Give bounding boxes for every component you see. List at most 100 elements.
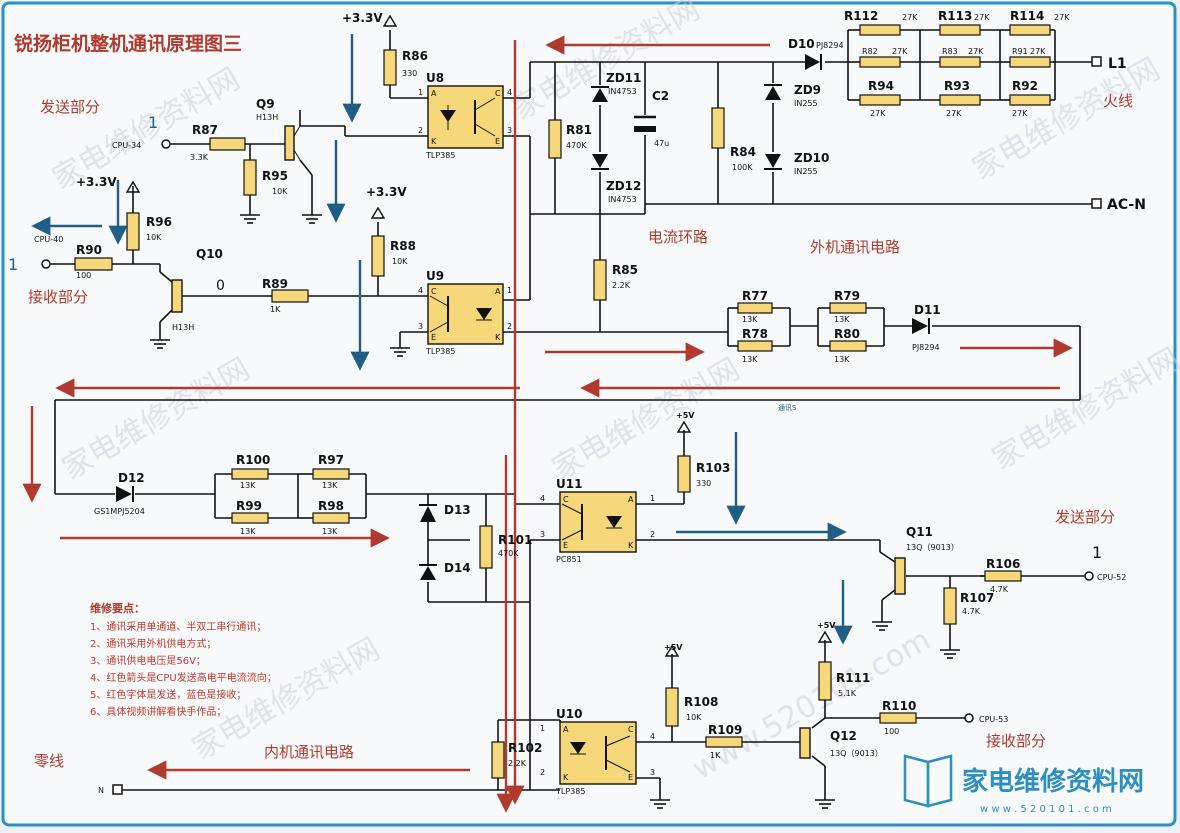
resistor-r87 [210, 138, 245, 150]
resistor-r106 [985, 571, 1021, 581]
r92-value: 27K [1012, 109, 1028, 118]
u11-pin-c: C [563, 495, 569, 504]
u8-pin-e: E [495, 137, 500, 146]
r83-value: 27K [968, 47, 984, 56]
q11-value: 13Q（9013） [906, 543, 959, 552]
resistor-r108 [666, 688, 678, 726]
r88-value: 10K [392, 257, 408, 266]
resistor-r80 [830, 341, 866, 351]
resistor-r112 [860, 25, 900, 35]
r113-value: 27K [974, 13, 990, 22]
zd9-value: IN255 [794, 99, 818, 108]
d10-name: D10 [788, 37, 815, 51]
label-send-right: 发送部分 [1055, 508, 1115, 526]
r87-name: R87 [192, 123, 218, 137]
u8-value: TLP385 [425, 151, 455, 160]
r92-name: R92 [1012, 79, 1038, 93]
r82-name: R82 [862, 47, 878, 56]
net-vcc33-a: +3.3V [342, 11, 383, 25]
r91-name: R91 [1012, 47, 1028, 56]
q11-name: Q11 [906, 525, 933, 539]
u8-pin-c: C [495, 89, 501, 98]
net-cpu53: CPU-53 [979, 715, 1008, 724]
q12-value: 13Q（9013） [830, 749, 883, 758]
r112-name: R112 [844, 9, 878, 23]
u11-name: U11 [556, 477, 582, 491]
logo-url: w w w . 5 2 0 1 0 1 . c o m [980, 804, 1112, 815]
r109-name: R109 [708, 723, 742, 737]
optocoupler-u10 [560, 722, 636, 784]
optocoupler-u11 [560, 492, 636, 552]
u11-pin3: 3 [540, 530, 545, 539]
transistor-q10 [172, 280, 182, 312]
r90-value: 100 [76, 271, 91, 280]
zd12-name: ZD12 [606, 179, 641, 193]
r86-name: R86 [402, 49, 428, 63]
u10-pin3: 3 [650, 768, 655, 777]
r81-value: 470K [566, 141, 587, 150]
label-neutral-line: 零线 [34, 752, 64, 770]
u8-pin-a: A [431, 89, 437, 98]
r108-value: 10K [686, 713, 702, 722]
r111-name: R111 [836, 671, 870, 685]
label-outdoor-comm: 外机通讯电路 [810, 238, 900, 256]
r83-name: R83 [942, 47, 958, 56]
r96-value: 10K [146, 233, 162, 242]
r87-value: 3.3K [190, 153, 209, 162]
r102-value: 2.2K [508, 759, 527, 768]
r81-name: R81 [566, 123, 592, 137]
resistor-r86 [384, 50, 396, 85]
r85-value: 2.2K [612, 281, 631, 290]
u10-pin4: 4 [650, 732, 655, 741]
d12-name: D12 [118, 471, 145, 485]
r78-value: 13K [742, 355, 758, 364]
r80-name: R80 [834, 327, 860, 341]
label-send-top: 发送部分 [40, 98, 100, 116]
u10-pin-c: C [628, 725, 634, 734]
u9-pin-a: A [495, 287, 501, 296]
u11-pin-a: A [628, 495, 634, 504]
u11-pin4: 4 [540, 494, 545, 503]
resistor-r114 [1010, 25, 1050, 35]
r89-name: R89 [262, 277, 288, 291]
r95-value: 10K [272, 187, 288, 196]
resistor-r111 [819, 662, 831, 700]
maintenance-item: 1、通讯采用单通道、半双工串行通讯； [90, 620, 266, 633]
resistor-r85 [594, 260, 606, 300]
r111-value: 5.1K [838, 689, 857, 698]
resistor-r90 [75, 258, 112, 270]
r103-name: R103 [696, 461, 730, 475]
r77-name: R77 [742, 289, 768, 303]
u10-pin-k: K [563, 773, 569, 782]
r89-value: 1K [270, 305, 281, 314]
u9-pin-k: K [495, 333, 501, 342]
u8-pin3: 3 [507, 126, 512, 135]
zd10-value: IN255 [794, 167, 818, 176]
net-vcc33-b: +3.3V [76, 175, 117, 189]
r93-name: R93 [944, 79, 970, 93]
net-comm-s: 通讯S [778, 403, 797, 412]
transistor-q11 [895, 558, 905, 594]
net-cpu52: CPU-52 [1097, 573, 1126, 582]
u9-pin2: 2 [507, 322, 512, 331]
maintenance-item: 5、红色字体是发送，蓝色是接收； [90, 688, 246, 701]
net-acn: AC-N [1107, 197, 1146, 213]
r99-name: R99 [236, 499, 262, 513]
r110-value: 100 [884, 727, 899, 736]
resistor-r78 [738, 341, 772, 351]
r107-value: 4.7K [962, 607, 981, 616]
r82-value: 27K [892, 47, 908, 56]
level-cpu40: 1 [8, 255, 18, 274]
u11-pin2: 2 [650, 530, 655, 539]
u10-pin-e: E [628, 773, 633, 782]
r110-name: R110 [882, 699, 916, 713]
u9-pin-c: C [431, 287, 437, 296]
zd12-value: IN4753 [608, 195, 637, 204]
resistor-r107 [944, 588, 956, 624]
r106-name: R106 [986, 557, 1020, 571]
d11-name: D11 [914, 303, 941, 317]
resistor-r113 [940, 25, 980, 35]
r98-value: 13K [322, 527, 338, 536]
transistor-q12 [800, 728, 810, 758]
